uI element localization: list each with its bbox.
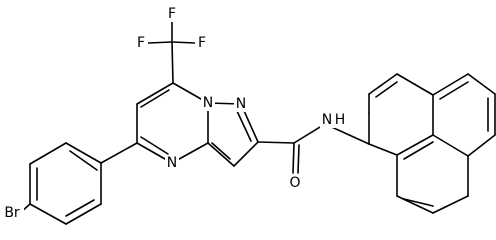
bond-n1-n2 <box>368 143 398 156</box>
bond-c3-c3a <box>207 142 235 167</box>
fluorine-right: F <box>198 35 206 51</box>
bond-n5a-n8a <box>467 134 496 157</box>
bond-c7-c6 <box>136 82 174 105</box>
bond-n3-n4-double <box>403 198 434 207</box>
bonds <box>19 19 496 225</box>
bond-n7-n6-double <box>439 81 469 100</box>
structure-svg: F F F N N N O N H Br <box>0 6 496 225</box>
bond-c7-c6-double <box>140 89 170 108</box>
bond-n8-n2-double <box>403 141 434 160</box>
bond-n8-n2 <box>396 134 434 156</box>
bond-top-left <box>368 73 398 95</box>
bond-n2-c2-double <box>236 110 252 142</box>
bond-ph2-ph3 <box>29 142 67 165</box>
bond-carbonyl-n <box>293 123 326 144</box>
amide-hydrogen: H <box>335 112 346 128</box>
bridgehead-nitrogen: N <box>203 95 213 111</box>
bond-c-f3 <box>171 41 196 44</box>
carbonyl-oxygen: O <box>289 175 300 191</box>
bond-n7-top <box>396 73 434 96</box>
bond-c-f1 <box>147 41 173 44</box>
bromine: Br <box>4 205 20 221</box>
bond-ph4-ph5 <box>29 203 67 225</box>
bond-cf3-c7 <box>171 41 174 84</box>
bond-carbonyl-o <box>292 142 295 174</box>
bond-ph5-ph6 <box>65 203 102 225</box>
bond-c5-n4-double <box>140 136 169 155</box>
bond-n6-n5 <box>467 73 496 95</box>
bond-c2-c3 <box>233 141 259 167</box>
atom-labels: F F F N N N O N H Br <box>0 6 347 221</box>
bond-top-left-double <box>375 81 398 98</box>
fluorine-left: F <box>137 35 145 51</box>
bond-c5-phenyl <box>100 142 138 164</box>
bond-ph1-ph2 <box>65 142 102 164</box>
bond-n4-n4a <box>432 195 469 214</box>
bond-c3-c3a-double <box>211 142 231 160</box>
bond-ph5-ph6-double <box>65 199 95 217</box>
fluorine-top: F <box>168 6 176 22</box>
bond-ph1-ph2-double <box>69 150 98 171</box>
bond-c2-carbonyl <box>257 141 295 144</box>
pyrazole-nitrogen: N <box>236 96 246 112</box>
pyrimidine-nitrogen: N <box>167 155 177 171</box>
bond-carbonyl-o-double <box>297 144 300 174</box>
bond-n8a-n8 <box>432 134 469 157</box>
molecule-diagram: F F F N N N O N H Br <box>0 6 496 225</box>
bond-n3-n4 <box>396 195 434 214</box>
amide-nitrogen: N <box>322 112 332 128</box>
bond-n7-n6 <box>432 73 469 96</box>
